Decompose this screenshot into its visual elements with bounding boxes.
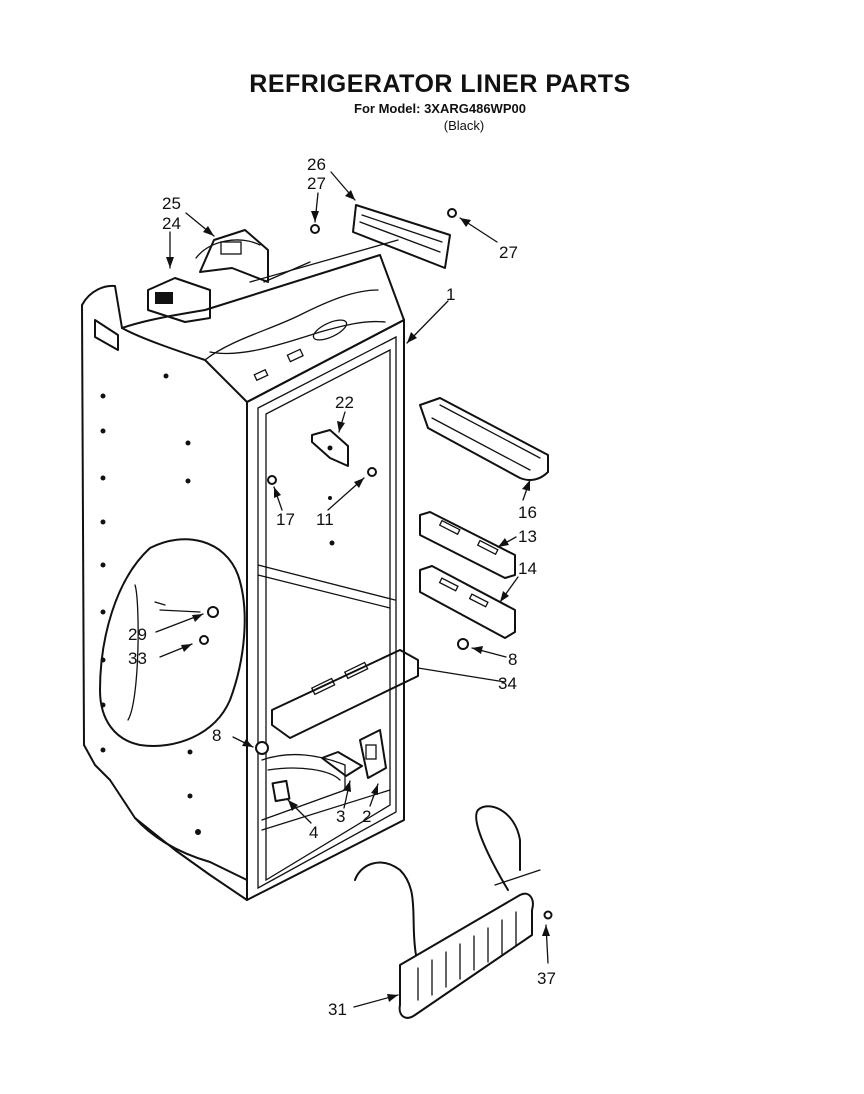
page-title: REFRIGERATOR LINER PARTS: [249, 70, 631, 98]
part-26-rail: [352, 204, 451, 269]
part-16-trim: [419, 397, 549, 481]
callout-37: 37: [537, 969, 556, 988]
callout-4: 4: [309, 823, 318, 842]
callout-27-top: 27: [307, 174, 326, 193]
callout-27-right: 27: [499, 243, 518, 262]
part-24-25-housing: [147, 229, 269, 323]
callout-33: 33: [128, 649, 147, 668]
callout-13: 13: [518, 527, 537, 546]
callout-26: 26: [307, 155, 326, 174]
liner-cabinet: [81, 254, 405, 901]
callout-2: 2: [362, 807, 371, 826]
part-22-bracket: [311, 429, 349, 467]
callout-24: 24: [162, 214, 181, 233]
side-panel-holes: [100, 373, 335, 835]
callout-34: 34: [498, 674, 517, 693]
callout-22: 22: [335, 393, 354, 412]
callout-17: 17: [276, 510, 295, 529]
callout-11: 11: [316, 510, 334, 529]
callout-8-right: 8: [508, 650, 517, 669]
part-13-bracket: [419, 511, 516, 579]
leader-lines: [155, 171, 550, 1008]
callout-8-left: 8: [212, 726, 221, 745]
model-line: For Model: 3XARG486WP00: [354, 101, 526, 116]
part-34-cover: [271, 649, 419, 739]
variant-label: (Black): [443, 118, 485, 133]
callout-14: 14: [518, 559, 537, 578]
callout-1: 1: [446, 285, 455, 304]
callout-25: 25: [162, 194, 181, 213]
part-31-heater: [354, 805, 541, 1019]
part-14-bracket: [419, 565, 516, 639]
callout-29: 29: [128, 625, 147, 644]
callout-16: 16: [518, 503, 537, 522]
callout-labels: 26 27 27 25 24 1 22 17 11 16 13 14 29 33…: [128, 155, 556, 1019]
fasteners: [199, 208, 553, 920]
callout-3: 3: [336, 807, 345, 826]
callout-31: 31: [328, 1000, 347, 1019]
parts-2-3-4: [271, 729, 387, 803]
